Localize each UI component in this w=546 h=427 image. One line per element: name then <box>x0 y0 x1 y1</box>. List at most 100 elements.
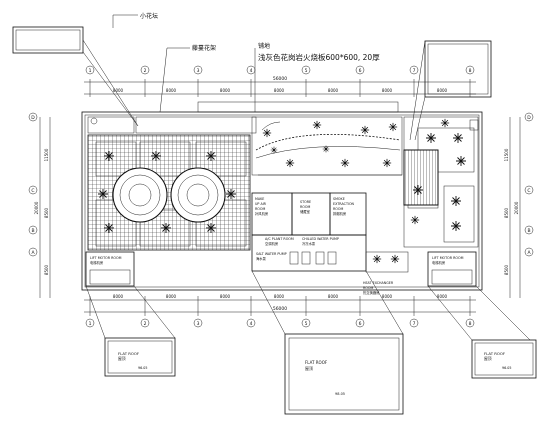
room-label: MAKE <box>255 197 264 201</box>
vine-trellis-label: 藤蔓花架 <box>192 44 216 52</box>
axis-bubble: 6 <box>359 321 362 327</box>
axis-bubble: 7 <box>413 321 416 327</box>
axis-bubble: B <box>527 228 530 234</box>
room-label: 空调机房 <box>265 241 279 246</box>
dim-span: 8500 <box>504 207 509 218</box>
left-dimensions: D C B A 20000 11500 8500 8500 <box>28 112 51 298</box>
dim-span: 8000 <box>166 88 177 93</box>
axis-bubble: 1 <box>89 68 92 74</box>
vine-trellis-callout: 藤蔓花架 <box>159 44 216 113</box>
roof-cn: 屋顶 <box>305 365 313 371</box>
room-label: 电梯机房 <box>90 260 104 265</box>
room-label: SMOKE <box>333 197 345 201</box>
axis-bubble: B <box>31 228 34 234</box>
dim-span: 8000 <box>220 294 231 299</box>
room-label: ROOM <box>300 205 310 209</box>
room-label: 电梯机房 <box>432 260 446 265</box>
axis-bubble: 3 <box>197 321 200 327</box>
dim-span: 8000 <box>382 88 393 93</box>
axis-bubble: 2 <box>144 68 147 74</box>
roof-title: FLAT ROOF <box>484 351 505 356</box>
room-label: SALT WATER PUMP <box>256 252 287 256</box>
axis-bubble: 7 <box>413 68 416 74</box>
room-label: 冷冻水泵 <box>302 241 316 246</box>
room-label: STORE <box>300 200 311 204</box>
dim-span: 8000 <box>274 294 285 299</box>
axis-bubble: 4 <box>250 68 253 74</box>
top-total-dim: 56000 <box>273 76 287 82</box>
left-total-dim: 20000 <box>34 201 39 214</box>
dim-span: 11500 <box>44 148 49 161</box>
bottom-dimensions: 8000 8000 8000 8000 8000 8000 8000 56000 <box>84 294 476 316</box>
axis-bubble: 1 <box>89 321 92 327</box>
axis-bubble: D <box>527 115 531 121</box>
dim-span: 11500 <box>504 148 509 161</box>
building-outline <box>81 101 483 291</box>
paving-title: 铺地 <box>258 42 270 50</box>
small-flower-bed-label: 小花坛 <box>140 12 158 20</box>
roof-level: 98.05 <box>335 392 345 396</box>
axis-bubble: C <box>31 188 34 194</box>
roof-level: 96.05 <box>138 366 147 370</box>
room-label: 储藏室 <box>300 209 311 214</box>
axis-bubble: 8 <box>469 68 472 74</box>
dim-span: 8000 <box>437 294 448 299</box>
axis-bubble: A <box>31 250 35 256</box>
flat-roof-center: FLAT ROOF 屋顶 98.05 <box>284 333 404 415</box>
dim-span: 8000 <box>220 88 231 93</box>
dim-span: 8500 <box>504 264 509 275</box>
bottom-total-dim: 56000 <box>273 306 287 312</box>
axis-bubble: 4 <box>250 321 253 327</box>
dim-span: 8000 <box>437 88 448 93</box>
dim-span: 8000 <box>166 294 177 299</box>
small-flower-bed-callout: 小花坛 <box>12 12 158 127</box>
room-label: HEAT EXCHANGER <box>363 281 394 285</box>
room-label: 补风机房 <box>255 211 269 216</box>
top-dimensions: 56000 8000 8000 8000 8000 8000 8000 8000 <box>84 76 476 97</box>
axis-bubble: C <box>527 188 530 194</box>
dim-span: 8500 <box>44 207 49 218</box>
dim-span: 8000 <box>328 294 339 299</box>
bottom-axis-bubbles: 1 2 3 4 5 6 7 8 <box>85 318 475 328</box>
axis-bubble: 2 <box>144 321 147 327</box>
roof-level: 96.05 <box>502 366 511 370</box>
room-label: 热交换器房 <box>363 290 380 295</box>
room-label: ROOM <box>255 207 265 211</box>
dim-span: 8000 <box>113 88 124 93</box>
room-label: A/C PLANT ROOM <box>265 237 294 241</box>
right-total-dim: 20000 <box>514 201 519 214</box>
dim-span: 8000 <box>328 88 339 93</box>
axis-bubble: 5 <box>305 321 308 327</box>
axis-bubble: 8 <box>469 321 472 327</box>
right-top-callout <box>409 40 492 141</box>
heat-exchanger-label: HEAT EXCHANGER ROOM 热交换器房 <box>363 281 394 295</box>
room-label: 排烟机房 <box>333 211 347 216</box>
axis-bubble: 6 <box>359 68 362 74</box>
right-garden <box>403 116 479 248</box>
room-label: ROOM <box>363 286 373 290</box>
paving-callout: 铺地 浅灰色花岗岩火烧板600*600, 20厚 <box>254 42 380 112</box>
axis-bubble: 3 <box>197 68 200 74</box>
top-axis-bubbles: 1 2 3 4 5 6 7 8 <box>85 65 475 75</box>
dim-span: 8500 <box>44 264 49 275</box>
room-label: ROOM <box>333 207 343 211</box>
axis-bubble: 5 <box>305 68 308 74</box>
roof-title: FLAT ROOF <box>305 360 328 365</box>
dim-span: 8000 <box>382 294 393 299</box>
room-label: CHILLED WATER PUMP <box>302 237 339 241</box>
room-label: 海水泵 <box>256 256 267 261</box>
central-garden <box>251 116 403 176</box>
trellis-strip <box>87 116 257 134</box>
roof-title: FLAT ROOF <box>118 351 139 356</box>
left-garden <box>87 134 251 251</box>
roof-leaders <box>85 270 531 341</box>
dim-span: 8000 <box>274 88 285 93</box>
axis-bubble: D <box>31 115 35 121</box>
room-label: LIFT MOTOR ROOM <box>90 256 122 260</box>
room-label: EXTRACTION <box>333 202 355 206</box>
room-label: UP AIR <box>255 202 267 206</box>
roof-cn: 屋顶 <box>118 356 126 361</box>
flat-roof-right: FLAT ROOF 屋顶 96.05 <box>471 339 537 379</box>
flat-roof-left: FLAT ROOF 屋顶 96.05 <box>104 337 176 377</box>
